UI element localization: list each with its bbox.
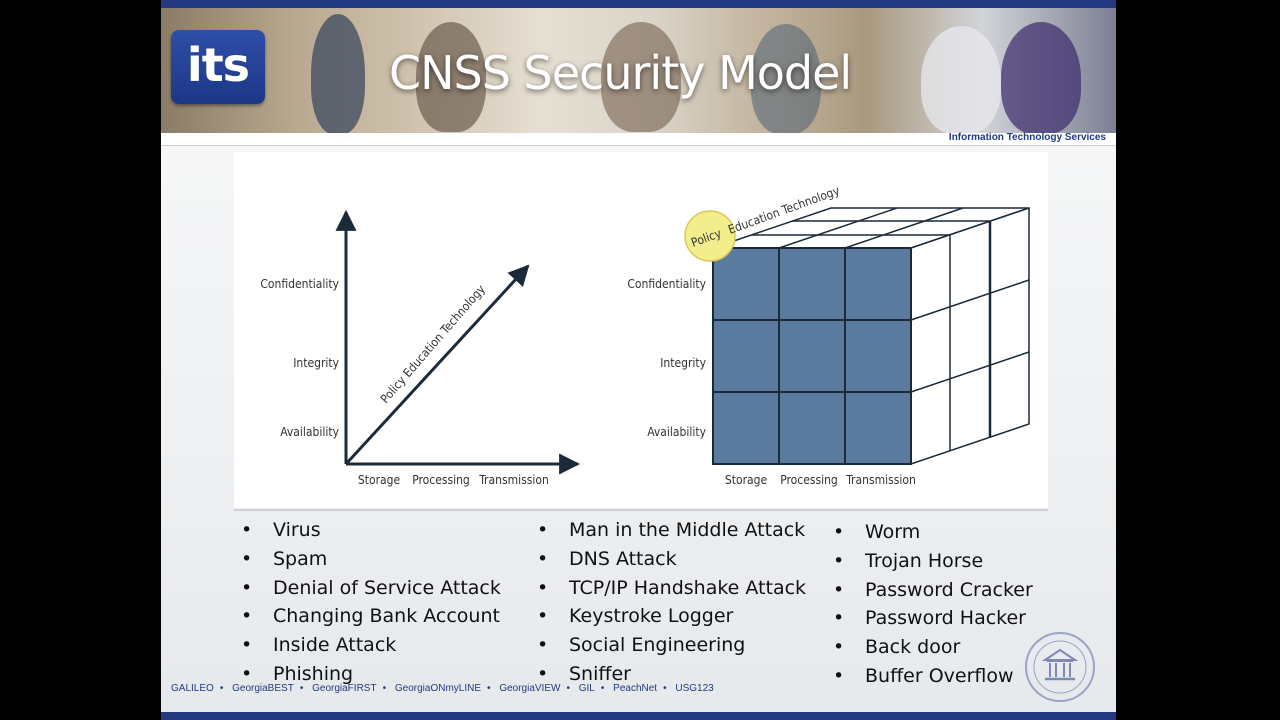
footer-link-galileo[interactable]: GALILEO <box>171 683 214 694</box>
footer-links: GALILEO • GeorgiaBEST • GeorgiaFIRST • Geor… <box>171 683 720 694</box>
footer-separator: • <box>663 683 667 694</box>
header-banner: its CNSS Security Model <box>161 8 1116 133</box>
list-item: Phishing <box>241 660 501 689</box>
list-item: Virus <box>241 516 501 545</box>
its-logo: its <box>171 30 265 104</box>
footer-link-georgiabest[interactable]: GeorgiaBEST <box>232 683 294 694</box>
bullet-list-col3: Worm Trojan Horse Password Cracker Passw… <box>833 518 1033 691</box>
list-item: Buffer Overflow <box>833 662 1033 691</box>
footer-link-georgiaonmyline[interactable]: GeorgiaONmyLINE <box>394 683 482 694</box>
cube-top-grid <box>778 207 898 249</box>
list-item: TCP/IP Handshake Attack <box>537 574 806 603</box>
org-strip: Information Technology Services <box>161 132 1116 146</box>
list-item: DNS Attack <box>537 545 806 574</box>
left-x-label-transmission: Transmission <box>478 473 549 487</box>
right-y-label-confidentiality: Confidentiality <box>627 277 706 291</box>
footer-separator: • <box>487 683 491 694</box>
cnss-diagrams-svg: Confidentiality Integrity Availability S… <box>260 183 1030 487</box>
list-item: Keystroke Logger <box>537 602 806 631</box>
policy-highlight-circle <box>684 210 736 262</box>
cube-right-face <box>910 206 1030 466</box>
list-item: Trojan Horse <box>833 547 1033 576</box>
list-item: Password Hacker <box>833 604 1033 633</box>
left-y-label-availability: Availability <box>280 425 339 439</box>
slide: its CNSS Security Model Information Tech… <box>161 0 1116 720</box>
list-item: Changing Bank Account <box>241 602 501 631</box>
org-label: Information Technology Services <box>948 132 1106 143</box>
photo-person-2 <box>416 22 486 132</box>
footer-separator: • <box>382 683 387 694</box>
list-item: Social Engineering <box>537 631 806 660</box>
footer-link-usg123[interactable]: USG123 <box>675 683 714 694</box>
left-diagram: Confidentiality Integrity Availability S… <box>260 209 581 487</box>
right-x-label-processing: Processing <box>780 473 838 487</box>
footer-link-peachnet[interactable]: PeachNet <box>613 683 658 694</box>
list-item: Spam <box>241 545 501 574</box>
list-item: Password Cracker <box>833 576 1033 605</box>
footer-separator: • <box>219 683 224 694</box>
left-diagonal-axis <box>344 264 530 466</box>
photo-person-6 <box>1001 22 1081 133</box>
list-item: Worm <box>833 518 1033 547</box>
right-x-label-storage: Storage <box>725 473 768 487</box>
cube-right-grid <box>910 351 1030 393</box>
footer-link-georgiaview[interactable]: GeorgiaVIEW <box>499 683 561 694</box>
list-item: Sniffer <box>537 660 806 689</box>
list-item: Denial of Service Attack <box>241 574 501 603</box>
footer-link-gil[interactable]: GIL <box>578 683 595 694</box>
left-diagonal-label: Policy Education Technology <box>378 282 489 406</box>
list-item: Man in the Middle Attack <box>537 516 806 545</box>
photo-person-3 <box>601 22 681 132</box>
left-x-label-storage: Storage <box>358 473 401 487</box>
cube-front-face <box>712 247 912 465</box>
list-item: Inside Attack <box>241 631 501 660</box>
bullet-list-col1: Virus Spam Denial of Service Attack Chan… <box>241 516 501 689</box>
left-x-label-processing: Processing <box>412 473 470 487</box>
left-y-label-confidentiality: Confidentiality <box>260 277 339 291</box>
cube-right-grid <box>910 279 1030 321</box>
left-y-label-integrity: Integrity <box>293 356 339 370</box>
cube-top-grid <box>844 207 964 249</box>
footer-link-georgiafirst[interactable]: GeorgiaFIRST <box>312 683 377 694</box>
right-y-label-integrity: Integrity <box>660 356 706 370</box>
photo-person-4 <box>751 24 821 133</box>
figure-separator <box>234 509 1048 511</box>
photo-person-5 <box>921 26 1001 133</box>
footer-separator: • <box>566 683 570 694</box>
university-seal-icon <box>1025 632 1095 702</box>
footer-separator: • <box>600 683 605 694</box>
right-y-label-availability: Availability <box>647 425 706 439</box>
right-diagram: Confidentiality Integrity Availability S… <box>627 183 1030 487</box>
cnss-figure: Confidentiality Integrity Availability S… <box>234 152 1048 508</box>
footer-separator: • <box>299 683 304 694</box>
bullet-list-col2: Man in the Middle Attack DNS Attack TCP/… <box>537 516 806 689</box>
list-item: Back door <box>833 633 1033 662</box>
photo-person-1 <box>311 14 365 133</box>
top-border <box>161 0 1116 8</box>
slide-title: CNSS Security Model <box>389 46 852 100</box>
bottom-border <box>161 712 1116 720</box>
right-x-label-transmission: Transmission <box>845 473 916 487</box>
